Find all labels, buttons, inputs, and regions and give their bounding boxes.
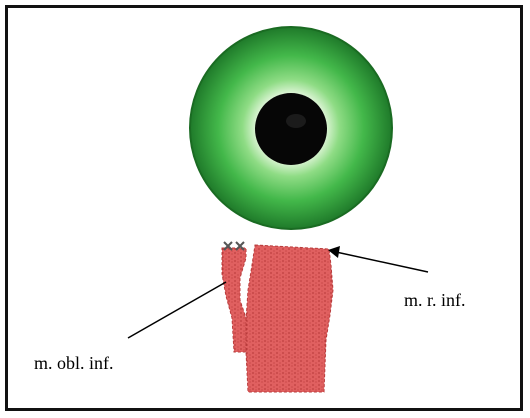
- inferior-rectus-label: m. r. inf.: [404, 291, 466, 309]
- inferior-rectus-muscle: [246, 245, 333, 392]
- inferior-oblique-label: m. obl. inf.: [34, 354, 114, 372]
- eye-icon: [190, 27, 392, 229]
- inferior-oblique-pointer: [128, 282, 226, 338]
- inferior-rectus-pointer: [328, 246, 428, 272]
- pupil: [255, 93, 327, 165]
- inferior-oblique-muscle: [222, 248, 246, 352]
